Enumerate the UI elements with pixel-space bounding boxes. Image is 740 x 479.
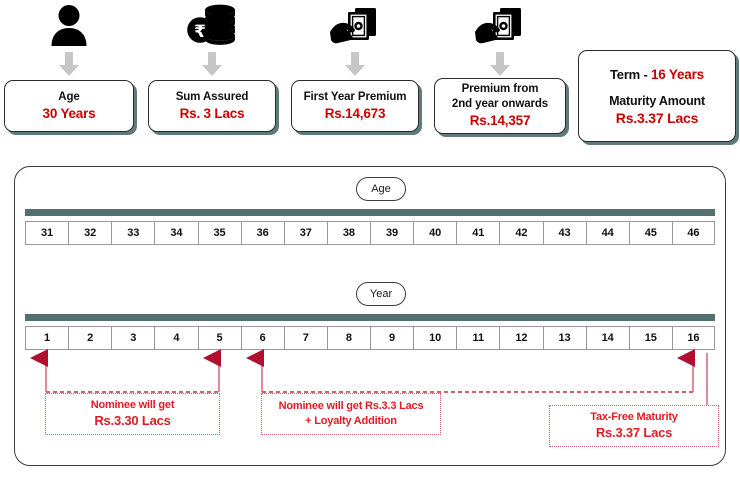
callout-note: Nominee will get Rs.3.3 Lacs + Loyalty A…	[261, 393, 441, 435]
year-cell: 9	[370, 326, 414, 350]
age-teal-bar	[25, 209, 715, 216]
age-cell: 46	[671, 221, 715, 245]
note-line-2: Rs.3.30 Lacs	[94, 412, 171, 428]
term-label: Term -	[610, 66, 651, 82]
age-cell: 35	[197, 221, 241, 245]
term-row: Term - 16 Years	[610, 67, 704, 82]
person-icon	[4, 2, 134, 46]
callout-note: Nominee will get Rs.3.30 Lacs	[45, 393, 220, 435]
year-cell: 6	[240, 326, 284, 350]
year-cell: 4	[154, 326, 198, 350]
age-cell: 31	[25, 221, 69, 245]
age-cell: 45	[628, 221, 672, 245]
cash-in-hand-icon	[434, 2, 566, 46]
age-cell: 34	[154, 221, 198, 245]
card-premium-onwards-value: Rs.14,357	[469, 113, 531, 129]
svg-text:₹: ₹	[194, 22, 206, 42]
year-cell: 13	[542, 326, 586, 350]
year-cell: 7	[283, 326, 327, 350]
card-first-year-premium: First Year Premium Rs.14,673	[291, 80, 419, 132]
card-sum-assured-label: Sum Assured	[175, 90, 249, 103]
callout-note: Tax-Free Maturity Rs.3.37 Lacs	[549, 405, 719, 447]
age-cell: 36	[240, 221, 284, 245]
year-cell: 5	[197, 326, 241, 350]
year-cell: 14	[585, 326, 629, 350]
age-cell: 37	[283, 221, 327, 245]
cash-in-hand-icon	[291, 2, 419, 46]
card-sum-assured: Sum Assured Rs. 3 Lacs	[148, 80, 276, 132]
year-cell: 3	[111, 326, 155, 350]
year-cell: 10	[413, 326, 457, 350]
year-cell: 15	[628, 326, 672, 350]
note-line-1: Nominee will get Rs.3.3 Lacs	[278, 400, 424, 413]
age-cell: 40	[413, 221, 457, 245]
card-age-label: Age	[58, 90, 80, 103]
age-cell: 44	[585, 221, 629, 245]
card-premium-onwards-label: Premium from 2nd year onwards	[451, 83, 549, 110]
age-cell: 43	[542, 221, 586, 245]
coins-rupee-icon: ₹	[148, 2, 276, 46]
year-cell: 12	[499, 326, 543, 350]
note-line-2: + Loyalty Addition	[305, 415, 397, 427]
year-pill-label: Year	[356, 282, 406, 306]
card-term: Term - 16 Years Maturity Amount Rs.3.37 …	[578, 50, 736, 142]
down-arrow-icon	[4, 52, 134, 78]
age-pill-label: Age	[356, 177, 406, 201]
card-age: Age 30 Years	[4, 80, 134, 132]
card-sum-assured-value: Rs. 3 Lacs	[179, 105, 245, 121]
note-line-2: Rs.3.37 Lacs	[595, 424, 673, 440]
term-value: 16 Years	[651, 66, 704, 82]
maturity-label: Maturity Amount	[609, 93, 705, 108]
maturity-value: Rs.3.37 Lacs	[615, 109, 699, 126]
down-arrow-icon	[148, 52, 276, 78]
card-first-year-premium-label: First Year Premium	[303, 90, 407, 103]
year-cell: 16	[671, 326, 715, 350]
year-cell: 2	[68, 326, 112, 350]
year-teal-bar	[25, 314, 715, 321]
age-cell: 39	[370, 221, 414, 245]
year-cell: 8	[326, 326, 370, 350]
age-cell: 33	[111, 221, 155, 245]
down-arrow-icon	[434, 52, 566, 78]
age-cell: 38	[326, 221, 370, 245]
card-premium-onwards: Premium from 2nd year onwards Rs.14,357	[434, 78, 566, 134]
age-cell: 32	[68, 221, 112, 245]
card-age-value: 30 Years	[42, 105, 96, 121]
note-line-1: Tax-Free Maturity	[590, 411, 678, 424]
year-cell: 11	[456, 326, 500, 350]
card-first-year-premium-value: Rs.14,673	[324, 105, 386, 121]
down-arrow-icon	[291, 52, 419, 78]
summary-row: Age 30 Years	[0, 0, 740, 150]
year-cell: 1	[25, 326, 69, 350]
note-line-1: Nominee will get	[90, 399, 175, 412]
age-cell: 41	[456, 221, 500, 245]
age-cell: 42	[499, 221, 543, 245]
